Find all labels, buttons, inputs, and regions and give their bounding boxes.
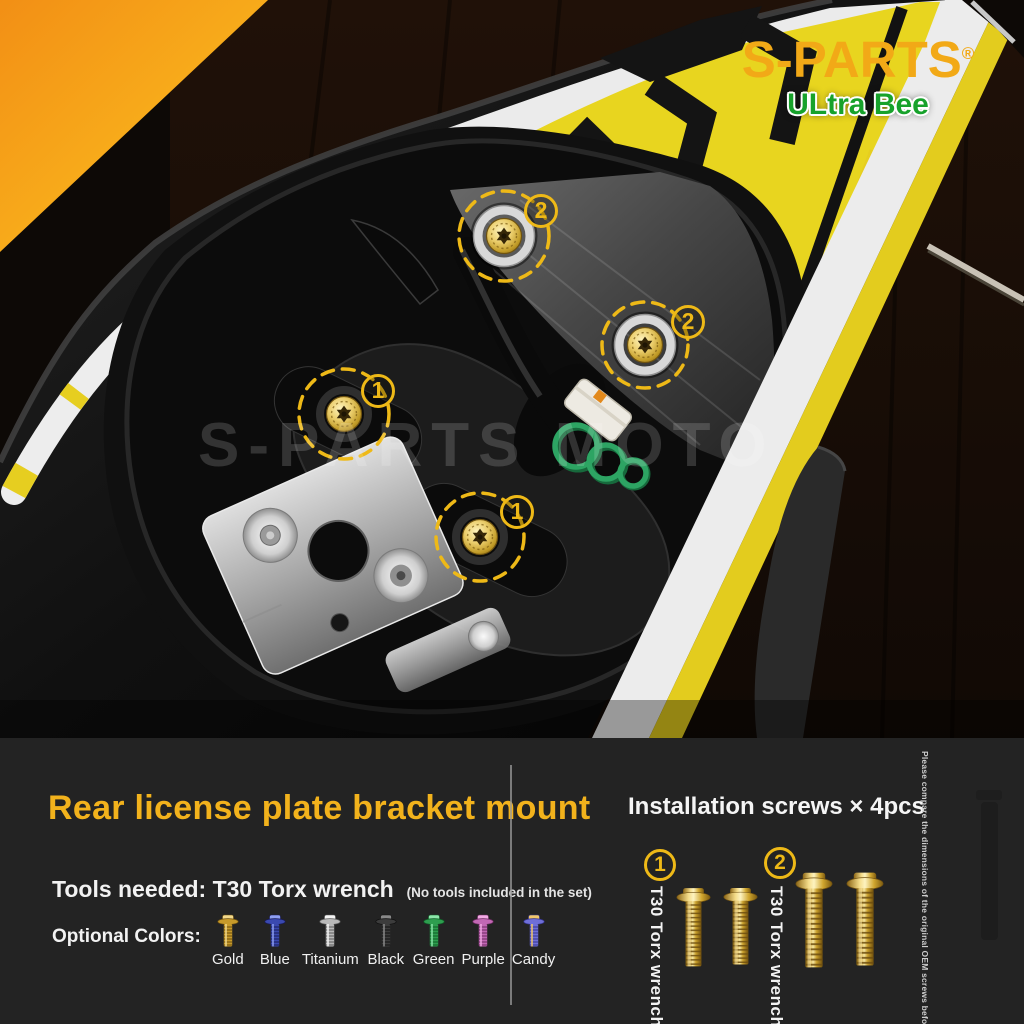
color-option: Gold [208, 914, 248, 968]
gold-screw-short [723, 885, 758, 969]
color-name: Gold [211, 951, 244, 968]
brand-logo: S-PARTS® ULtra Bee [710, 34, 1006, 120]
color-option: Purple [462, 914, 505, 968]
color-screw-icon [472, 914, 494, 947]
color-name: Titanium [301, 951, 359, 968]
installed-screw-1b [452, 509, 508, 565]
color-name: Black [367, 951, 405, 968]
installed-screw-2b [611, 311, 679, 379]
registered-trademark-mark: ® [961, 44, 975, 63]
page-title: Rear license plate bracket mount [48, 789, 591, 827]
corner-accent-triangle [0, 0, 268, 252]
tail-edge-band [592, 0, 1024, 738]
tools-needed-text: Tools needed: T30 Torx wrench [52, 876, 394, 902]
color-name: Green [412, 951, 455, 968]
tools-needed-row: Tools needed: T30 Torx wrench (No tools … [52, 876, 592, 903]
screw-group-1-badge: 1 [644, 849, 676, 881]
color-option: Blue [255, 914, 295, 968]
installation-screws-heading: Installation screws × 4pcs [628, 793, 925, 820]
callout-badge-1: 1 [361, 374, 395, 408]
color-screw-icon [423, 914, 445, 947]
callout-badge-1: 1 [500, 495, 534, 529]
color-screw-icon [319, 914, 341, 947]
screw-group-2-tool: T30 Torx wrench [767, 886, 786, 1024]
optional-colors-label: Optional Colors: [52, 926, 201, 947]
fender-fin [350, 218, 439, 306]
color-screw-icon [217, 914, 239, 947]
silver-bracket [202, 436, 464, 675]
connector-plug [563, 378, 633, 442]
color-option: Green [413, 914, 455, 968]
gold-screw-long [795, 869, 833, 973]
color-name: Blue [259, 951, 290, 968]
stand-rod [926, 243, 1024, 307]
screw-group-1-tool: T30 Torx wrench [647, 886, 666, 1024]
optional-colors-row: Optional Colors: Gold Blue Titanium [52, 914, 555, 968]
color-screw-icon [375, 914, 397, 947]
installed-screw-2a [470, 202, 538, 270]
color-option: Candy [512, 914, 555, 968]
wiring [412, 237, 651, 491]
bike-rear-fender-photo [0, 0, 1024, 738]
callout-badge-2: 2 [524, 194, 558, 228]
panel-divider [510, 765, 512, 1005]
ghost-screw-decoration [976, 790, 1002, 940]
color-name: Purple [461, 951, 505, 968]
color-option: Titanium [302, 914, 359, 968]
color-screw-icon [522, 914, 545, 947]
screw-group-2-screws [795, 869, 884, 973]
brand-name: S-PARTS® [741, 31, 975, 88]
silver-bracket-lower [385, 607, 511, 693]
watermark: S-PARTS MOTO [198, 411, 776, 480]
tools-note: (No tools included in the set) [406, 885, 592, 900]
callout-badge-2: 2 [671, 305, 705, 339]
color-screw-icon [264, 914, 286, 947]
color-option: Black [366, 914, 406, 968]
kickstand [754, 445, 847, 738]
gold-screw-short [676, 885, 711, 971]
brand-model: ULtra Bee [787, 88, 929, 121]
color-name: Candy [511, 951, 556, 968]
screw-group-1-screws [676, 885, 758, 971]
callout-circles [297, 189, 690, 583]
info-panel: Rear license plate bracket mount Tools n… [0, 738, 1024, 1024]
installed-screw-1a [316, 386, 372, 442]
color-options: Gold Blue Titanium Black [208, 914, 555, 968]
screw-group-2-badge: 2 [764, 847, 796, 879]
gold-screw-long [846, 869, 884, 971]
oem-compare-note: Please compare the dimensions of the ori… [920, 751, 930, 1024]
